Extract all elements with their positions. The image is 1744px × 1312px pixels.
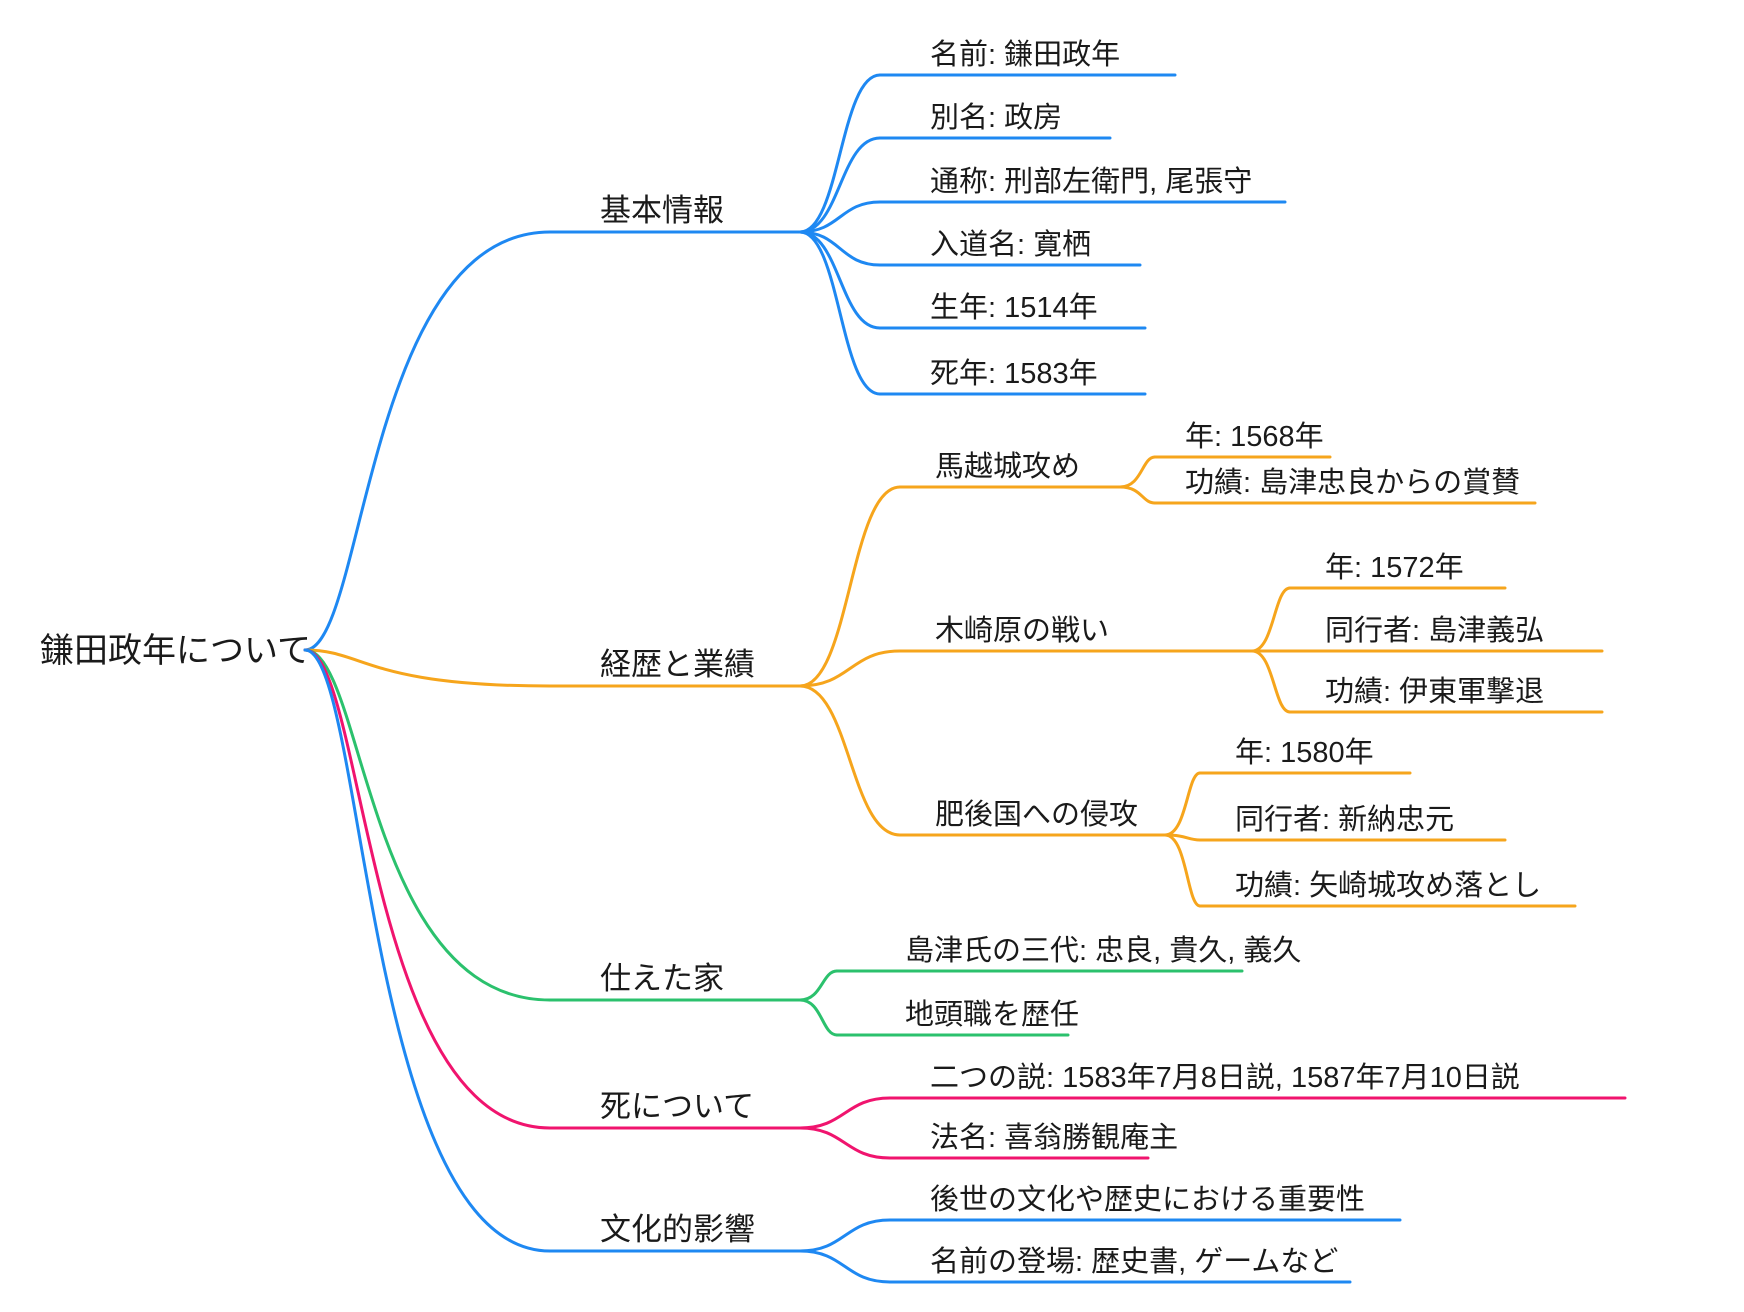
mindmap-node-label[interactable]: 功績: 矢崎城攻め落とし [1235,869,1541,902]
branch-curve [798,230,882,396]
mindmap-root-label[interactable]: 鎌田政年について [40,632,311,670]
mindmap-node-label[interactable]: 入道名: 寛栖 [930,228,1091,261]
branch-curve [798,1249,892,1284]
branch-curve [798,230,882,330]
branch-curve [303,648,552,1130]
branch-curve [1118,455,1157,489]
branch-curve [798,230,882,267]
mindmap-node-label[interactable]: 生年: 1514年 [930,291,1098,324]
branch-curve [303,230,552,652]
mindmap-node-label[interactable]: 肥後国への侵攻 [935,798,1138,831]
mindmap-node-label[interactable]: 死について [600,1089,754,1124]
mindmap-node-label[interactable]: 後世の文化や歴史における重要性 [930,1183,1365,1216]
branch-curve [798,969,839,1002]
mindmap-node-label[interactable]: 功績: 伊東軍撃退 [1325,675,1544,708]
mindmap-node-label[interactable]: 同行者: 島津義弘 [1325,614,1544,647]
branch-curve [798,1218,892,1253]
mindmap-node-label[interactable]: 年: 1580年 [1235,736,1374,769]
mindmap-node-label[interactable]: 二つの説: 1583年7月8日説, 1587年7月10日説 [930,1061,1520,1094]
mindmap-node-label[interactable]: 基本情報 [600,193,724,228]
mindmap-node-label[interactable]: 同行者: 新納忠元 [1235,803,1454,836]
branch-curve [798,1096,892,1130]
branch-curve [798,485,902,688]
branch-curve [798,136,882,234]
branch-curve [798,998,839,1037]
mindmap-node-label[interactable]: 木崎原の戦い [935,614,1109,647]
branch-curve [1250,649,1292,714]
mindmap-node-label[interactable]: 死年: 1583年 [930,357,1098,390]
branch-curve [303,648,552,1002]
mindmap-node-label[interactable]: 島津氏の三代: 忠良, 貴久, 義久 [905,934,1301,967]
mindmap-node-label[interactable]: 地頭職を歴任 [905,998,1079,1031]
mindmap-node-label[interactable]: 法名: 喜翁勝観庵主 [930,1121,1178,1154]
branch-curve [1163,771,1202,837]
branch-curve [303,648,552,688]
branch-curve [1250,586,1292,653]
mindmap-node-label[interactable]: 文化的影響 [600,1212,755,1247]
mindmap-node-label[interactable]: 功績: 島津忠良からの賞賛 [1185,466,1520,499]
mindmap-node-label[interactable]: 馬越城攻め [935,450,1080,483]
mindmap-node-label[interactable]: 通称: 刑部左衛門, 尾張守 [930,165,1252,198]
branch-curve [798,200,882,234]
branch-curve [1163,833,1202,908]
mindmap-node-label[interactable]: 年: 1572年 [1325,551,1464,584]
mindmap-node-label[interactable]: 年: 1568年 [1185,420,1324,453]
branch-curve [1118,485,1157,505]
branch-curve [798,73,882,234]
mindmap-node-label[interactable]: 名前の登場: 歴史書, ゲームなど [930,1245,1338,1278]
mindmap-node-label[interactable]: 経歴と業績 [600,647,755,682]
branch-curve [303,648,552,1253]
branch-curve [798,684,902,837]
branch-curve [798,649,902,688]
mindmap-node-label[interactable]: 名前: 鎌田政年 [930,38,1120,71]
mindmap-node-label[interactable]: 仕えた家 [600,961,724,996]
mindmap-node-label[interactable]: 別名: 政房 [930,101,1062,134]
branch-curve [798,1126,892,1160]
